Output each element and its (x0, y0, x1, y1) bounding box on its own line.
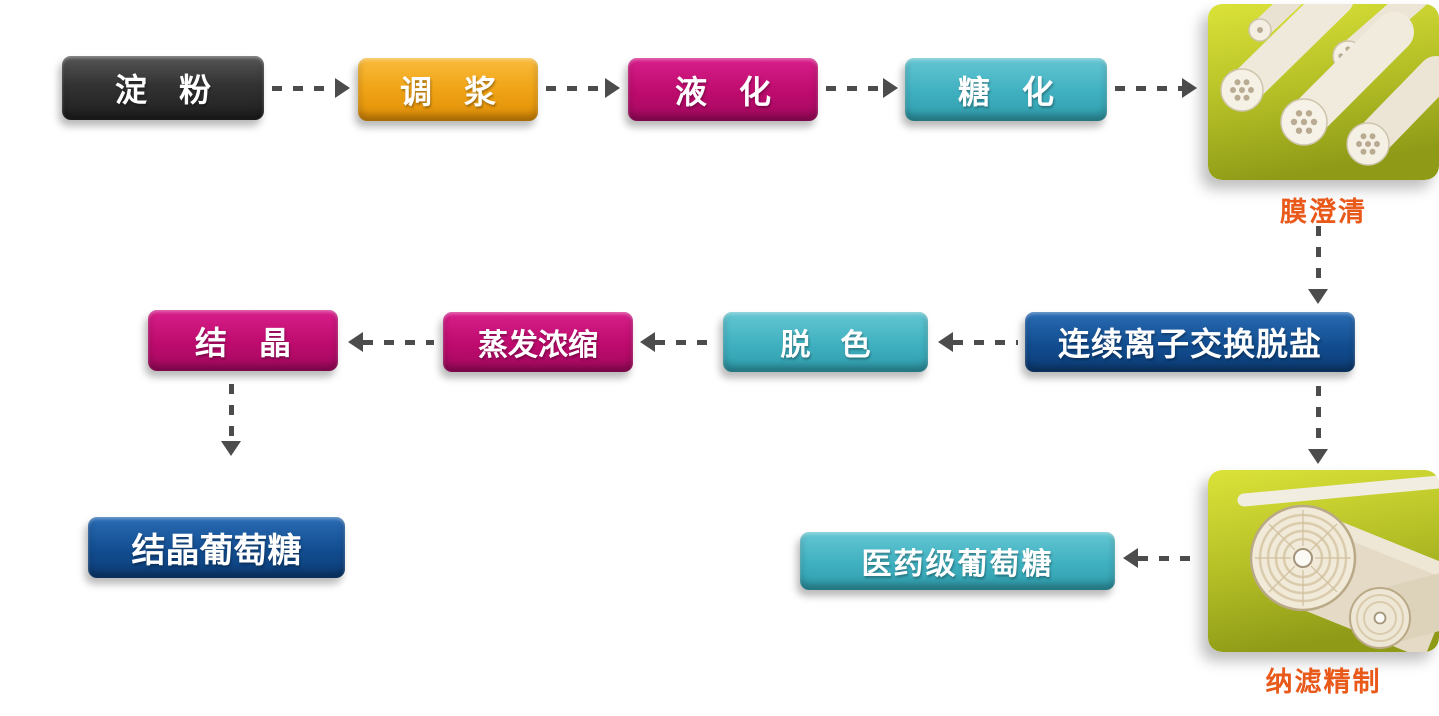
arrow-down-icon (221, 384, 241, 456)
arrow-dash (546, 85, 605, 91)
arrow-head-icon (640, 332, 655, 352)
node-crystalline-glucose: 结晶葡萄糖 (88, 517, 345, 578)
arrow-head-icon (348, 332, 363, 352)
arrow-dash (953, 339, 1018, 345)
arrow-dash (228, 384, 234, 441)
arrow-dash (1115, 85, 1182, 91)
node-starch: 淀 粉 (62, 56, 264, 120)
arrow-head-icon (335, 78, 350, 98)
arrow-left-icon (348, 332, 434, 352)
arrow-right-icon (826, 78, 898, 98)
node-pharma-grade-glucose: 医药级葡萄糖 (800, 532, 1115, 590)
arrow-dash (655, 339, 716, 345)
arrow-down-icon (1308, 226, 1328, 304)
membrane-tubes (1220, 4, 1439, 166)
arrow-dash (1315, 226, 1321, 289)
arrow-right-icon (1115, 78, 1197, 98)
arrow-dash (1315, 386, 1321, 449)
node-crystallization: 结 晶 (148, 310, 338, 371)
arrow-head-icon (605, 78, 620, 98)
ceramic-membrane-image (1208, 4, 1439, 180)
arrow-head-icon (1308, 289, 1328, 304)
spiral-membrane-modules (1237, 475, 1439, 652)
arrow-left-icon (640, 332, 716, 352)
arrow-down-icon (1308, 386, 1328, 464)
arrow-head-icon (1308, 449, 1328, 464)
arrow-head-icon (938, 332, 953, 352)
arrow-dash (272, 85, 335, 91)
node-evaporation-concentration: 蒸发浓缩 (443, 312, 633, 372)
arrow-left-icon (1123, 548, 1201, 568)
arrow-head-icon (1182, 78, 1197, 98)
arrow-right-icon (546, 78, 620, 98)
arrow-head-icon (221, 441, 241, 456)
arrow-left-icon (938, 332, 1018, 352)
arrow-dash (363, 339, 434, 345)
node-decolorization: 脱 色 (723, 312, 928, 372)
arrow-dash (1138, 555, 1201, 561)
node-saccharification: 糖 化 (905, 58, 1107, 121)
node-slurry-preparation: 调 浆 (358, 58, 538, 121)
node-liquefaction: 液 化 (628, 58, 818, 121)
caption-membrane-clarification: 膜澄清 (1280, 197, 1367, 228)
arrow-head-icon (1123, 548, 1138, 568)
arrow-dash (826, 85, 883, 91)
arrow-head-icon (883, 78, 898, 98)
arrow-right-icon (272, 78, 350, 98)
spiral-membrane-image (1208, 470, 1439, 652)
caption-nanofiltration-refining: 纳滤精制 (1265, 667, 1382, 698)
node-continuous-ion-exchange-desalting: 连续离子交换脱盐 (1025, 312, 1355, 372)
